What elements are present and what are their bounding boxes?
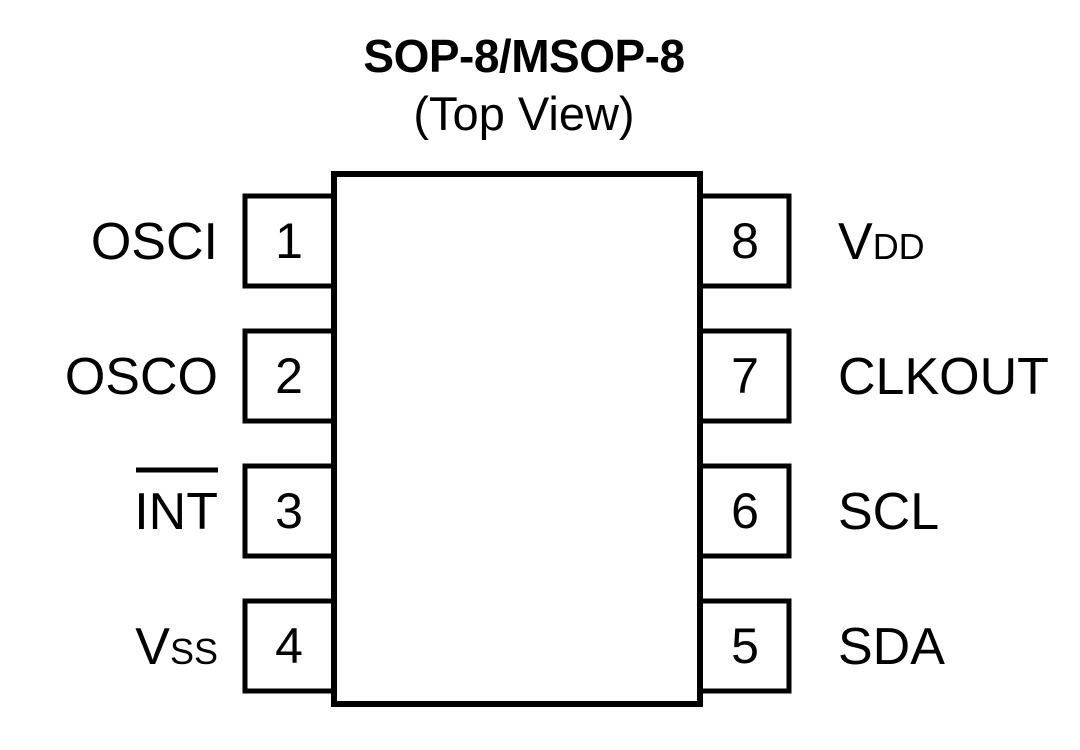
pin-box-right-5[interactable] [697,598,792,694]
pin-number-7: 7 [731,348,759,404]
pin-box-left-3[interactable] [242,463,337,559]
pin-label-5: SDA [838,618,945,676]
pin-box-right-6[interactable] [697,463,792,559]
pin-label-8: VDD [838,213,925,271]
pin-label-4-main: V [135,618,170,676]
pin-label-8-subscript: DD [873,226,925,267]
pin-box-right-8[interactable] [697,193,792,289]
package-body-edge-mask [331,171,703,707]
pin-number-2: 2 [275,348,303,404]
page-title: SOP-8/MSOP-8 [363,30,684,82]
pin-label-6: SCL [838,483,939,541]
pin-label-7: CLKOUT [838,348,1049,406]
pin-label-2: OSCO [65,348,218,406]
pin-number-1: 1 [275,213,303,269]
pin-number-3: 3 [275,483,303,539]
pin-number-8: 8 [731,213,759,269]
pin-label-1: OSCI [91,213,218,271]
pin-label-4-subscript: SS [170,631,218,672]
pin-label-4: VSS [135,618,218,676]
pin-box-left-1[interactable] [242,193,337,289]
pin-number-5: 5 [731,618,759,674]
pin-label-3: INT [134,483,218,541]
pin-box-right-7[interactable] [697,328,792,424]
pin-number-6: 6 [731,483,759,539]
pin-number-4: 4 [275,618,303,674]
page-subtitle: (Top View) [413,87,634,140]
pin-label-8-main: V [838,213,873,271]
